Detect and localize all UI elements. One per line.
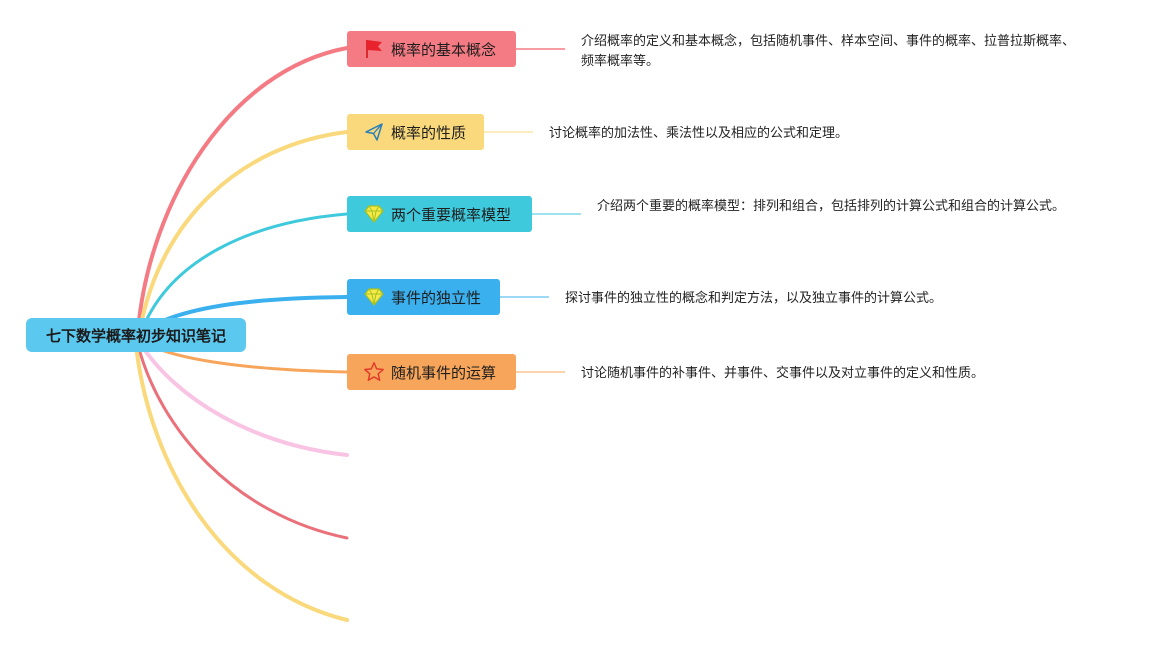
red-flag-icon [363, 38, 385, 60]
empty-branch-2 [136, 343, 349, 540]
topic-label: 概率的性质 [391, 123, 467, 142]
star-icon [363, 361, 385, 383]
topic-properties[interactable]: 概率的性质 [347, 114, 484, 150]
root-topic-label: 七下数学概率初步知识笔记 [45, 326, 226, 345]
topic-event-operations[interactable]: 随机事件的运算 [347, 354, 516, 390]
diamond-icon [363, 286, 385, 308]
topic-label: 两个重要概率模型 [391, 205, 512, 224]
root-topic[interactable]: 七下数学概率初步知识笔记 [26, 318, 246, 352]
note-probability-models: 介绍两个重要的概率模型：排列和组合，包括排列的计算公式和组合的计算公式。 [597, 199, 1066, 214]
note-event-operations: 讨论随机事件的补事件、并事件、交事件以及对立事件的定义和性质。 [581, 366, 985, 381]
topic-probability-models[interactable]: 两个重要概率模型 [347, 196, 532, 232]
note-basic-concepts: 介绍概率的定义和基本概念，包括随机事件、样本空间、事件的概率、拉普拉斯概率、频率… [581, 34, 1076, 69]
branch-connector-properties [138, 130, 349, 332]
empty-branch-1 [136, 338, 349, 457]
topic-label: 事件的独立性 [391, 288, 482, 307]
topic-independence[interactable]: 事件的独立性 [347, 279, 500, 315]
topic-label: 概率的基本概念 [391, 40, 497, 59]
topic-basic-concepts[interactable]: 概率的基本概念 [347, 31, 516, 67]
empty-branch-3 [134, 343, 349, 622]
topic-label: 随机事件的运算 [391, 363, 497, 382]
branch-connector-basic [136, 46, 349, 332]
diamond-icon [363, 203, 385, 225]
note-independence: 探讨事件的独立性的概念和判定方法，以及独立事件的计算公式。 [565, 291, 943, 306]
note-properties: 讨论概率的加法性、乘法性以及相应的公式和定理。 [549, 126, 849, 141]
branch-connector-models [140, 212, 349, 332]
paper-plane-icon [363, 121, 385, 143]
